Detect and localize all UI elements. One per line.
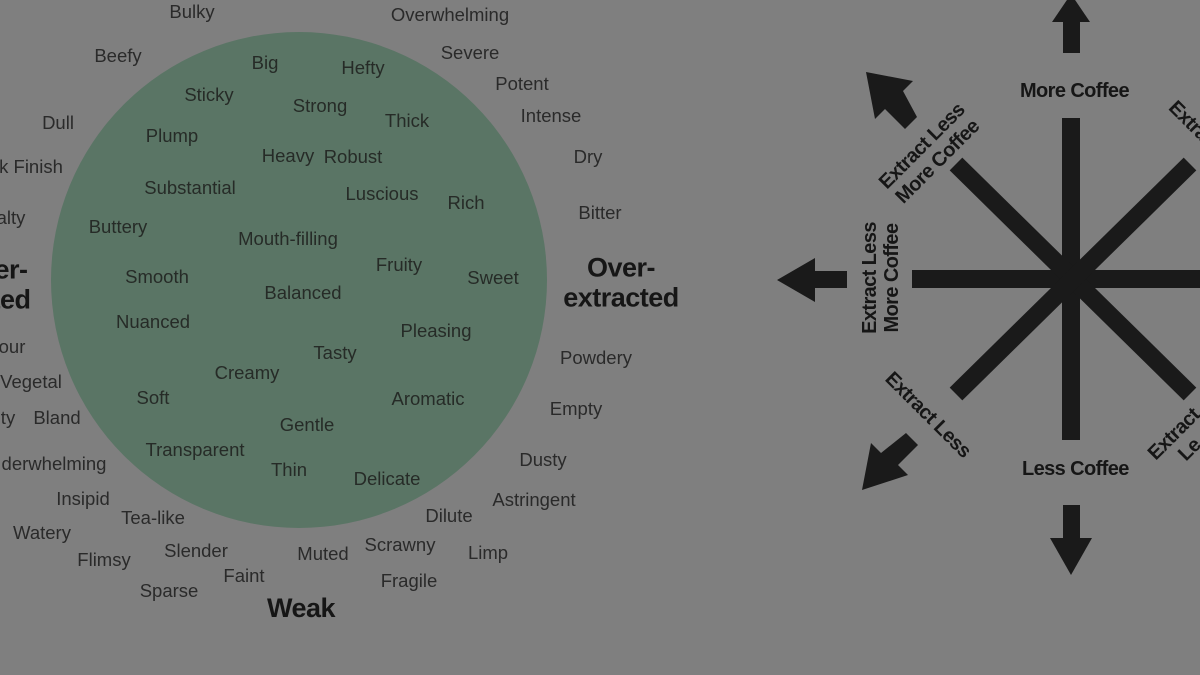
word-thick: Thick <box>384 109 430 131</box>
arrow-left-head <box>777 258 815 302</box>
word-potent: Potent <box>495 72 549 94</box>
word-muted: Muted <box>297 542 349 564</box>
spoke-diagonal-b <box>949 157 1197 401</box>
word-nuanced: Nuanced <box>115 310 191 332</box>
word-intense: Intense <box>520 104 582 126</box>
word-gentle: Gentle <box>279 413 335 435</box>
word-balanced: Balanced <box>264 281 342 303</box>
label-weak: Weak <box>266 593 336 624</box>
arrow-down-shaft <box>1063 505 1080 540</box>
word-smooth: Smooth <box>125 265 189 287</box>
word-limp: Limp <box>467 541 509 563</box>
word-fruity: Fruity <box>375 253 423 275</box>
word-underwhelming: derwhelming <box>1 452 107 474</box>
word-dry: Dry <box>573 145 603 167</box>
word-pleasing: Pleasing <box>400 319 472 341</box>
word-big: Big <box>251 51 279 73</box>
word-mouth-filling: Mouth-filling <box>238 227 338 249</box>
word-heavy: Heavy <box>261 144 315 166</box>
word-empty: Empty <box>549 397 603 419</box>
word-slender: Slender <box>164 539 228 561</box>
word-tasty: Tasty <box>313 341 357 363</box>
word-bulky: Bulky <box>169 0 215 22</box>
word-delicate: Delicate <box>353 467 421 489</box>
label-extract-less-more-coffee-left: Extract Less More Coffee <box>858 222 903 334</box>
word-buttery: Buttery <box>88 215 148 237</box>
word-soft: Soft <box>136 386 170 408</box>
word-luscious: Luscious <box>345 182 419 204</box>
word-faint: Faint <box>223 564 265 586</box>
compass-spokes <box>912 118 1200 440</box>
word-fragile: Fragile <box>380 569 438 591</box>
word-scrawny: Scrawny <box>364 533 436 555</box>
word-sticky: Sticky <box>184 83 234 105</box>
word-flimsy: Flimsy <box>77 548 131 570</box>
word-thin: Thin <box>271 458 307 480</box>
word-sweet: Sweet <box>467 266 519 288</box>
word-salty: alty <box>0 206 26 228</box>
word-transparent: Transparent <box>145 438 245 460</box>
word-bland: Bland <box>33 406 81 428</box>
arrow-up-left <box>866 72 917 129</box>
word-powdery: Powdery <box>560 346 632 368</box>
label-less-coffee: Less Coffee <box>1022 458 1129 480</box>
ideal-zone-circle <box>51 32 547 528</box>
word-robust: Robust <box>323 145 383 167</box>
word-aromatic: Aromatic <box>391 387 465 409</box>
word-creamy: Creamy <box>214 361 280 383</box>
label-more-coffee: More Coffee <box>1020 80 1130 102</box>
word-hefty: Hefty <box>341 56 385 78</box>
word-dusty: Dusty <box>519 448 567 470</box>
word-bleak-finish: k Finish <box>0 155 63 177</box>
label-over-extracted: Over- extracted <box>563 252 679 312</box>
arrow-down-head <box>1050 538 1092 575</box>
word-vegetal: Vegetal <box>0 370 62 392</box>
word-overwhelming: Overwhelming <box>390 3 510 25</box>
word-beefy: Beefy <box>94 44 142 66</box>
word-rich: Rich <box>447 191 485 213</box>
word-dilute: Dilute <box>425 504 473 526</box>
arrow-down-left <box>862 433 918 490</box>
word-sparse: Sparse <box>139 579 199 601</box>
word-sour: our <box>0 335 26 357</box>
arrow-up-shaft <box>1063 20 1080 53</box>
word-salty-2: ty <box>0 406 16 428</box>
word-bitter: Bitter <box>578 201 622 223</box>
arrow-left-shaft <box>812 271 847 288</box>
word-plump: Plump <box>145 124 199 146</box>
word-astringent: Astringent <box>492 488 576 510</box>
label-under-extracted: er- ted <box>0 254 31 314</box>
word-dull: Dull <box>42 111 74 133</box>
arrow-up-head <box>1052 0 1090 22</box>
word-severe: Severe <box>440 41 500 63</box>
word-strong: Strong <box>292 94 348 116</box>
word-watery: Watery <box>13 521 71 543</box>
word-tea-like: Tea-like <box>121 506 185 528</box>
compass-arrows <box>777 0 1092 575</box>
word-substantial: Substantial <box>144 176 236 198</box>
word-insipid: Insipid <box>56 487 110 509</box>
